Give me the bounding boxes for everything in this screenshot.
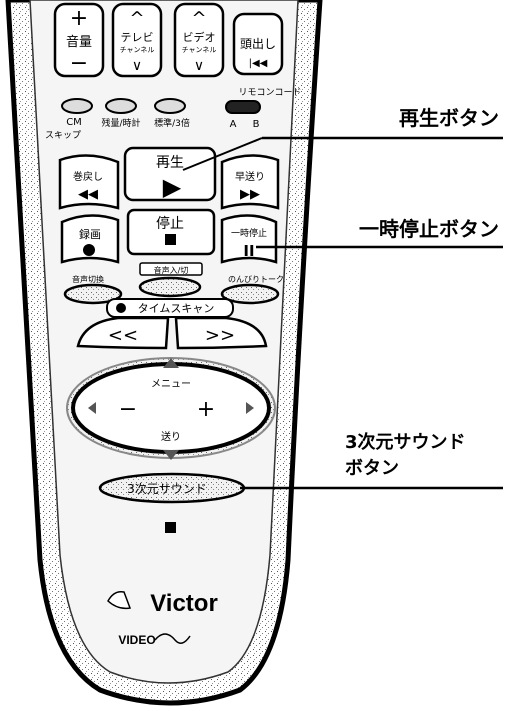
video-label: ビデオ [183,30,216,44]
volume-label: 音量 [66,34,92,50]
stop-button[interactable]: 停止 [126,208,216,256]
pause-callout-label: 一時停止ボタン [359,217,499,241]
surround-callout-label-line1: 3次元サウンド [345,431,466,453]
surround-sound-label: 3次元サウンド [127,482,207,496]
scan-back-button[interactable]: << [76,316,170,350]
play-icon: ▶ [163,173,182,201]
scan-forward-icon: >> [205,325,235,346]
cm-skip-label: スキップ [45,130,81,141]
right-arrow-icon [246,402,254,414]
remote-code-label: リモコンコード [238,88,301,98]
audio-switch-button[interactable] [63,283,123,305]
up-arrow-icon [163,358,179,368]
tv-channel-sub-label: チャンネル [120,46,155,54]
play-callout-line [182,137,263,171]
left-arrow-icon [88,402,96,414]
fast-forward-icon: ▶▶ [240,187,260,202]
tv-channel-button[interactable]: ^ テレビ チャンネル ∨ [111,2,163,78]
stop-icon [165,234,176,245]
pause-icon: II [243,242,254,260]
cue-button[interactable]: 頭出し |◀◀ [232,12,284,76]
rewind-label: 巻戻し [73,170,103,183]
menu-minus-label: − [119,397,137,422]
standard-triple-label: 標準/3倍 [154,117,190,129]
volume-minus-label: − [70,51,88,76]
standard-triple-button[interactable] [154,98,186,114]
rewind-button[interactable]: 巻戻し ◀◀ [58,154,120,210]
tv-channel-down-icon: ∨ [132,58,142,74]
surround-callout-label-line2: ボタン [345,458,399,479]
record-icon [83,244,95,256]
victor-logo: Victor [107,590,218,617]
rewind-icon: ◀◀ [78,187,98,202]
time-scan-label: タイムスキャン [138,302,215,315]
time-scan-icon [116,303,126,313]
cm-skip-button[interactable] [61,98,93,114]
remain-clock-button[interactable] [105,98,137,114]
record-button[interactable]: 録画 [60,214,120,264]
audio-onoff-tag [139,262,203,276]
remote-code-switch[interactable] [225,100,261,114]
audio-talk-label: のんびりトーク [228,275,284,284]
pause-button[interactable]: 一時停止 II [220,214,278,264]
play-button[interactable]: 再生 ▶ [123,146,217,202]
victor-dog-logo-icon [107,590,132,610]
surround-sound-button[interactable]: 3次元サウンド [98,472,246,504]
slow-talk-button[interactable] [220,283,280,305]
scan-back-icon: << [108,325,138,346]
send-label: 送り [161,430,181,443]
remain-clock-label: 残量/時計 [101,117,140,129]
time-scan-tag: タイムスキャン [106,298,234,318]
menu-plus-label: + [197,397,215,422]
pause-label: 一時停止 [231,227,267,239]
audio-onoff-button[interactable] [138,276,202,298]
audio-switch-label: 音声切換 [72,274,104,284]
record-label: 録画 [79,227,101,241]
tv-channel-up-icon: ^ [129,8,144,29]
code-a-label: A [230,119,237,130]
cue-label: 頭出し [240,37,276,51]
code-b-label: B [253,119,260,130]
video-channel-down-icon: ∨ [194,58,204,74]
cm-label: CM [66,117,82,128]
volume-plus-label: + [70,6,88,31]
video-channel-up-icon: ^ [191,8,206,29]
audio-onoff-label: 音声入/切 [154,265,189,275]
down-arrow-icon [163,450,179,460]
fast-forward-button[interactable]: 早送り ▶▶ [220,154,280,210]
scan-forward-button[interactable]: >> [174,316,268,350]
indicator-led [165,522,176,533]
play-label: 再生 [156,155,184,171]
stop-label: 停止 [156,215,184,232]
video-channel-sub-label: チャンネル [182,46,217,54]
menu-dpad[interactable]: メニュー − + 送り [66,357,276,460]
skip-back-icon: |◀◀ [249,58,268,69]
play-callout-label: 再生ボタン [399,106,499,130]
brand-name: Victor [150,590,218,617]
menu-label: メニュー [151,379,191,390]
fast-forward-label: 早送り [235,170,265,183]
brand-script-mark [154,633,191,644]
brand-sub: VIDEO [118,633,155,647]
tv-label: テレビ [121,31,154,44]
volume-button[interactable]: + 音量 − [53,2,105,78]
video-channel-button[interactable]: ^ ビデオ チャンネル ∨ [173,2,225,78]
